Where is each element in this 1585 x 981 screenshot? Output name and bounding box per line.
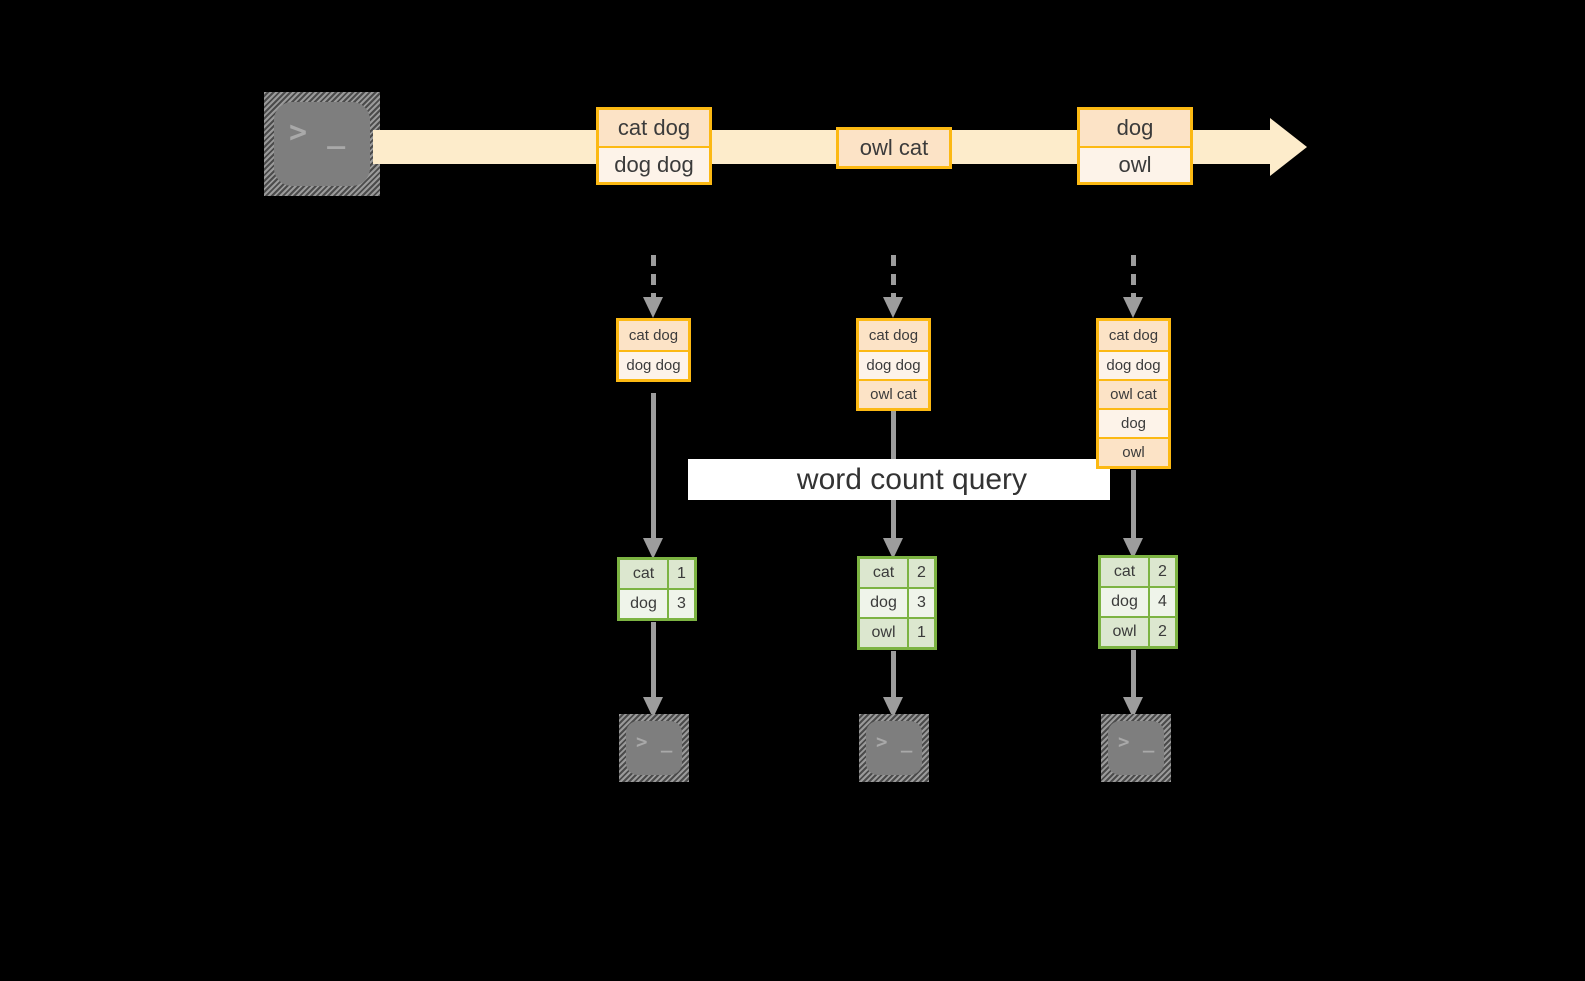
stream-record-group-3: dog owl (1077, 107, 1193, 185)
connector-shaft (1131, 470, 1136, 540)
terminal-prompt-glyph: > _ (1118, 731, 1156, 753)
batch-input-table-3: cat dog dog dog owl cat dog owl (1096, 318, 1171, 469)
stream-record-line: owl cat (839, 130, 949, 166)
connector-arrowhead (643, 697, 663, 718)
result-table-1: cat 1 dog 3 (617, 557, 697, 621)
connector-shaft (651, 622, 656, 699)
terminal-prompt-glyph: > _ (289, 115, 347, 150)
batch-input-line: cat dog (619, 321, 688, 350)
result-count: 3 (907, 589, 934, 617)
batch-input-table-2: cat dog dog dog owl cat (856, 318, 931, 411)
batch-input-line: owl cat (859, 379, 928, 408)
result-row: dog 3 (620, 588, 694, 618)
result-row: owl 2 (1101, 616, 1175, 646)
terminal-face (1108, 721, 1164, 775)
result-row: cat 2 (860, 559, 934, 587)
result-count: 2 (1148, 618, 1175, 646)
stream-record-group-1: cat dog dog dog (596, 107, 712, 185)
connector-shaft (891, 255, 896, 297)
connector-shaft (651, 393, 656, 540)
result-count: 4 (1148, 588, 1175, 616)
batch-input-line: cat dog (1099, 321, 1168, 350)
result-word: dog (620, 590, 667, 618)
batch-input-line: owl (1099, 437, 1168, 466)
result-count: 3 (667, 590, 694, 618)
result-row: owl 1 (860, 617, 934, 647)
result-count: 2 (1148, 558, 1175, 586)
connector-arrowhead (883, 297, 903, 318)
terminal-prompt-glyph: > _ (876, 731, 914, 753)
batch-input-line: cat dog (859, 321, 928, 350)
sink-terminal-icon-2: > _ (859, 714, 929, 782)
result-word: dog (860, 589, 907, 617)
connector-arrowhead (1123, 538, 1143, 559)
connector-arrowhead (1123, 297, 1143, 318)
connector-arrowhead (1123, 697, 1143, 718)
batch-input-line: dog dog (859, 350, 928, 379)
batch-input-line: dog dog (1099, 350, 1168, 379)
batch-input-line: dog dog (619, 350, 688, 379)
sink-terminal-icon-1: > _ (619, 714, 689, 782)
result-count: 2 (907, 559, 934, 587)
connector-arrowhead (883, 697, 903, 718)
result-row: dog 3 (860, 587, 934, 617)
connector-shaft (1131, 650, 1136, 699)
stream-record-line: dog dog (599, 146, 709, 182)
stream-record-line: owl (1080, 146, 1190, 182)
stream-record-line: dog (1080, 110, 1190, 146)
terminal-prompt-glyph: > _ (636, 731, 674, 753)
result-table-2: cat 2 dog 3 owl 1 (857, 556, 937, 650)
result-word: dog (1101, 588, 1148, 616)
terminal-face (274, 102, 370, 186)
result-word: owl (860, 619, 907, 647)
batch-input-line: owl cat (1099, 379, 1168, 408)
result-table-3: cat 2 dog 4 owl 2 (1098, 555, 1178, 649)
batch-input-line: dog (1099, 408, 1168, 437)
source-terminal-icon: > _ (264, 92, 380, 196)
terminal-face (866, 721, 922, 775)
connector-arrowhead (643, 297, 663, 318)
result-word: cat (1101, 558, 1148, 586)
terminal-face (626, 721, 682, 775)
result-word: cat (620, 560, 667, 588)
connector-shaft (651, 255, 656, 297)
stream-arrowhead (1270, 118, 1307, 176)
result-row: cat 1 (620, 560, 694, 588)
result-count: 1 (667, 560, 694, 588)
connector-arrowhead (883, 538, 903, 559)
query-banner: word count query (688, 459, 1110, 500)
connector-shaft (891, 651, 896, 699)
connector-arrowhead (643, 538, 663, 559)
result-count: 1 (907, 619, 934, 647)
stream-record-line: cat dog (599, 110, 709, 146)
sink-terminal-icon-3: > _ (1101, 714, 1171, 782)
batch-input-table-1: cat dog dog dog (616, 318, 691, 382)
result-row: cat 2 (1101, 558, 1175, 586)
query-banner-label: word count query (796, 462, 1028, 496)
result-word: owl (1101, 618, 1148, 646)
result-row: dog 4 (1101, 586, 1175, 616)
result-word: cat (860, 559, 907, 587)
connector-shaft (1131, 255, 1136, 297)
stream-record-group-2: owl cat (836, 127, 952, 169)
